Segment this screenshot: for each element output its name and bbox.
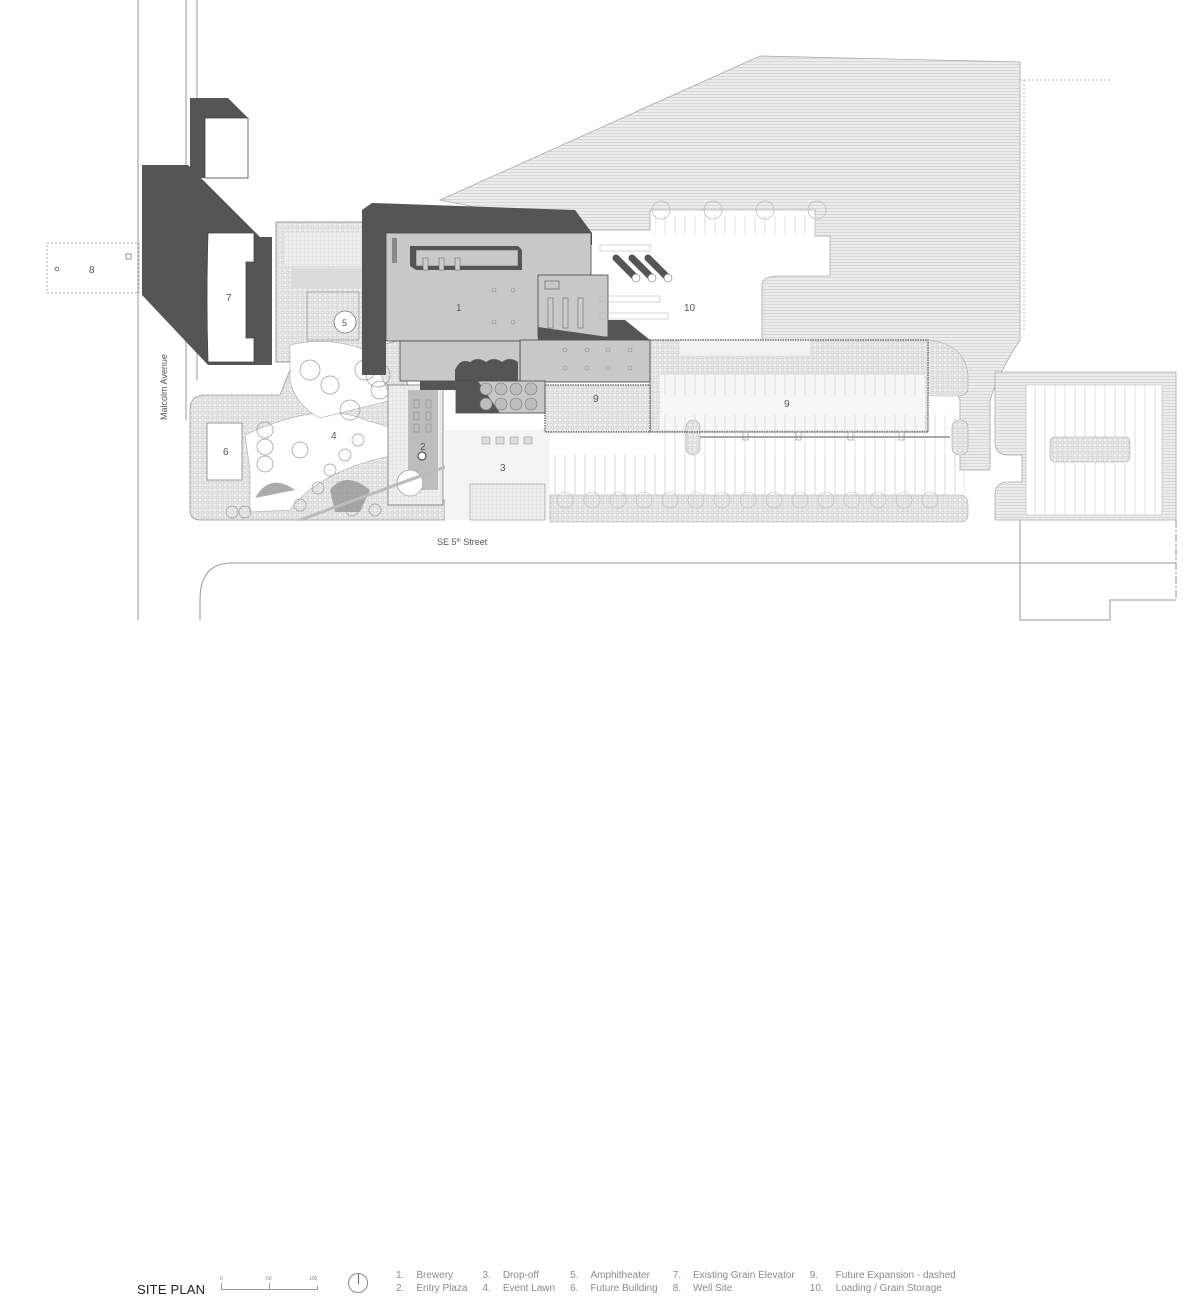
street-label-malcolm: Malcolm Avenue — [159, 354, 169, 420]
label-amphitheater: 5 — [342, 318, 347, 328]
legend-num: 3. — [482, 1270, 491, 1281]
label-brewery: 1 — [456, 303, 462, 314]
scale-tick-100: 100 — [309, 1276, 318, 1282]
legend-label: Amphitheater — [590, 1270, 650, 1281]
legend-label: Entry Plaza — [416, 1283, 468, 1294]
legend-num: 10. — [809, 1283, 824, 1294]
north-arrow-icon — [348, 1273, 368, 1293]
plan-legend: SITE PLAN 0 50 100 1. Brewery 3. Drop-of… — [0, 630, 1200, 1297]
legend-label: Existing Grain Elevator — [693, 1270, 795, 1281]
label-well-site: 8 — [89, 265, 95, 276]
event-lawn-landscape — [189, 339, 446, 521]
plan-title: SITE PLAN — [137, 1282, 206, 1297]
south-parking — [549, 455, 969, 523]
label-drop-off: 3 — [500, 463, 506, 474]
future-expansion-parking — [544, 339, 969, 456]
legend-items: 1. Brewery 3. Drop-off 5. Amphitheater 7… — [396, 1269, 971, 1295]
street-label-se5th: SE 5th Street — [437, 537, 488, 547]
well-site-boundary — [46, 242, 140, 294]
loading-grain-storage — [599, 244, 673, 320]
legend-num: 4. — [482, 1283, 491, 1294]
legend-label: Drop-off — [502, 1270, 539, 1281]
legend-num: 1. — [396, 1270, 405, 1281]
label-future-expansion-a: 9 — [593, 394, 599, 405]
legend-num: 5. — [570, 1270, 579, 1281]
legend-label: Loading / Grain Storage — [835, 1283, 942, 1294]
label-future-building: 6 — [223, 447, 229, 458]
entry-plaza — [387, 384, 444, 506]
amphitheater-garden — [275, 221, 376, 363]
drop-off-area — [445, 430, 550, 521]
scale-tick-50: 50 — [266, 1276, 272, 1282]
label-event-lawn: 4 — [331, 431, 337, 442]
label-grain-elevator: 7 — [226, 293, 232, 304]
grain-elevator-building — [142, 98, 272, 365]
street-edges — [137, 0, 1177, 621]
legend-num: 8. — [672, 1283, 682, 1294]
scale-tick-0: 0 — [220, 1276, 223, 1282]
plan-labels: 1 2 3 4 5 6 7 8 9 9 10 Malcolm Avenue SE… — [89, 265, 790, 547]
brewery-building — [362, 203, 651, 414]
label-loading: 10 — [684, 303, 696, 314]
legend-label: Well Site — [693, 1283, 733, 1294]
legend-num: 9. — [809, 1270, 819, 1281]
legend-label: Future Building — [590, 1283, 658, 1294]
scale-bar: 0 50 100 — [220, 1276, 320, 1292]
east-parking-lot — [994, 371, 1177, 521]
legend-num: 6. — [570, 1283, 579, 1294]
legend-num: 7. — [672, 1270, 682, 1281]
legend-label: Future Expansion - dashed — [835, 1270, 956, 1281]
label-entry-plaza: 2 — [420, 442, 426, 453]
legend-label: Brewery — [416, 1270, 454, 1281]
site-plan-drawing: 1 2 3 4 5 6 7 8 9 9 10 Malcolm Avenue SE… — [46, 0, 1177, 621]
legend-label: Event Lawn — [502, 1283, 556, 1294]
legend-num: 2. — [396, 1283, 405, 1294]
label-future-expansion-b: 9 — [784, 399, 790, 410]
